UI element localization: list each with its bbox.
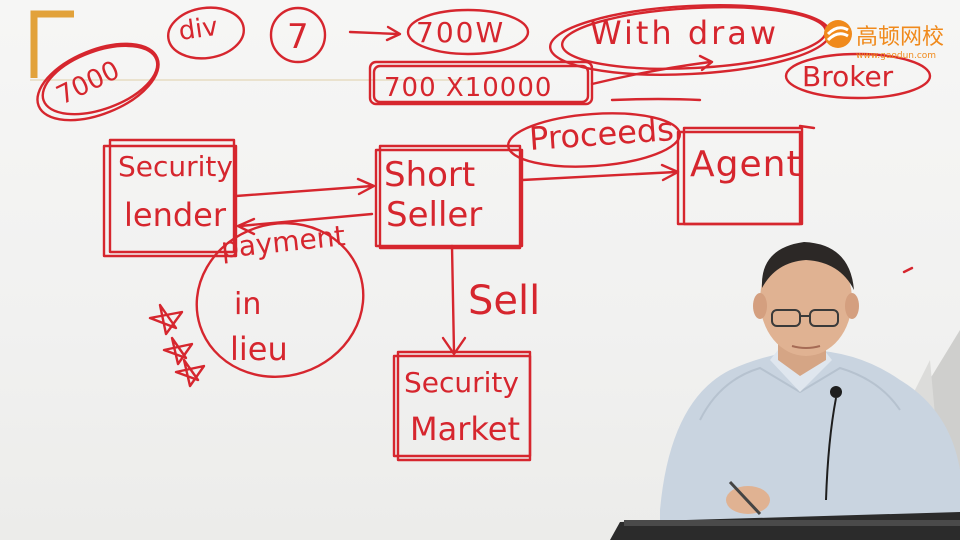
short-seller-line1: Short bbox=[384, 155, 475, 195]
amount-ellipse bbox=[36, 42, 160, 122]
security-lender-line2: lender bbox=[124, 196, 227, 234]
agent-label: Agent bbox=[690, 144, 802, 185]
microphone-icon bbox=[830, 386, 842, 398]
seven-note: 7 bbox=[287, 17, 309, 57]
proceeds-label: Proceeds bbox=[528, 110, 675, 158]
div-note: div bbox=[177, 12, 220, 47]
podium bbox=[610, 512, 960, 540]
security-market-line2: Market bbox=[410, 410, 520, 448]
presenter bbox=[660, 242, 960, 540]
sell-label: Sell bbox=[468, 278, 540, 324]
payment-line3: lieu bbox=[230, 330, 288, 368]
gaodun-logo-url: www.gaodun.com bbox=[856, 51, 936, 61]
corner-bracket-icon bbox=[30, 10, 74, 78]
gaodun-logo: 高顿网校 www.gaodun.com bbox=[824, 20, 944, 61]
calc-note: 700 X10000 bbox=[384, 73, 552, 103]
security-lender-line1: Security bbox=[118, 150, 233, 183]
broker-note: Broker bbox=[802, 60, 894, 93]
payment-line2: in bbox=[234, 287, 261, 322]
short-seller-line2: Seller bbox=[386, 195, 482, 235]
security-market-line1: Security bbox=[404, 366, 519, 399]
gaodun-logo-name: 高顿网校 bbox=[856, 25, 944, 50]
withdraw-note: With draw bbox=[590, 14, 779, 52]
result-note: 700W bbox=[416, 16, 505, 49]
